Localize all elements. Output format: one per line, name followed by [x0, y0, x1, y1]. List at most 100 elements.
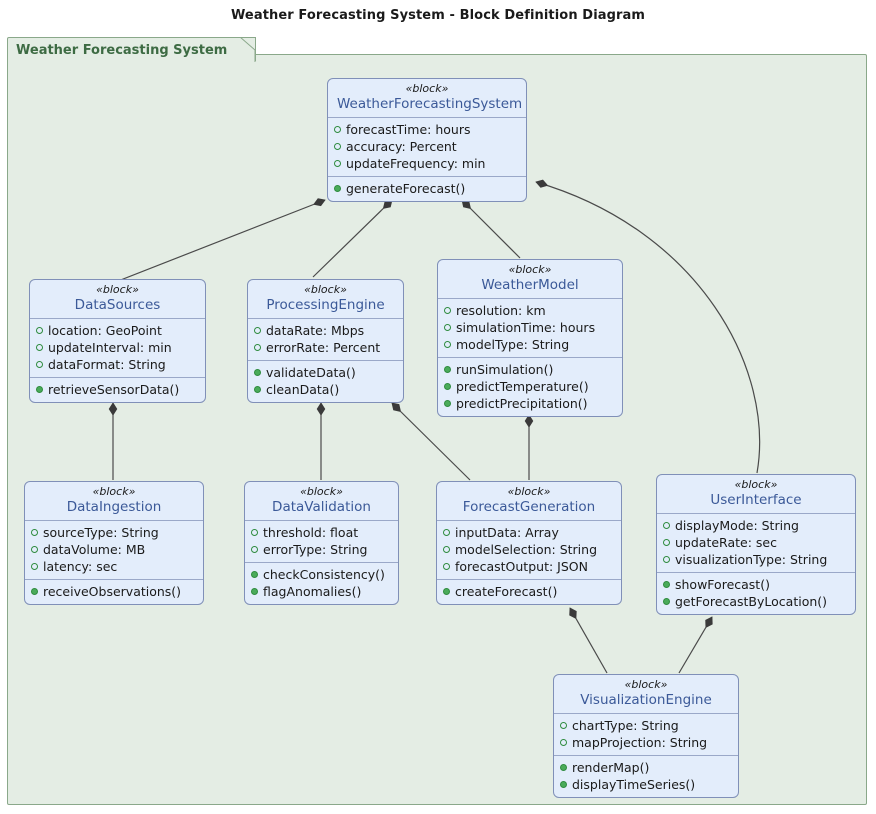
public-attribute-icon: [444, 341, 451, 348]
attribute-label: displayMode: String: [675, 518, 799, 533]
operation-label: displayTimeSeries(): [572, 777, 696, 792]
block-name: WeatherForecastingSystem: [337, 96, 523, 112]
operation-row: displayTimeSeries(): [560, 776, 732, 793]
block-name: DataIngestion: [66, 499, 162, 515]
attribute-row: visualizationType: String: [663, 551, 849, 568]
attribute-row: displayMode: String: [663, 517, 849, 534]
block-header: «block» WeatherModel: [438, 260, 622, 299]
attribute-row: latency: sec: [31, 558, 197, 575]
operation-row: receiveObservations(): [31, 583, 197, 600]
attributes-compartment: inputData: Array modelSelection: String …: [437, 521, 621, 579]
attributes-compartment: threshold: float errorType: String: [245, 521, 398, 562]
attribute-label: accuracy: Percent: [346, 139, 457, 154]
stereotype-label: «block»: [508, 263, 552, 276]
public-operation-icon: [444, 400, 451, 407]
attribute-label: updateInterval: min: [48, 340, 172, 355]
public-operation-icon: [334, 185, 341, 192]
block-dataingestion[interactable]: «block» DataIngestion sourceType: String…: [24, 481, 204, 605]
operation-row: predictTemperature(): [444, 378, 616, 395]
stereotype-label: «block»: [96, 283, 139, 296]
attribute-row: sourceType: String: [31, 524, 197, 541]
attributes-compartment: dataRate: Mbps errorRate: Percent: [248, 319, 403, 360]
operation-label: cleanData(): [266, 382, 340, 397]
stereotype-label: «block»: [92, 485, 136, 498]
block-forecastgeneration[interactable]: «block» ForecastGeneration inputData: Ar…: [436, 481, 622, 605]
public-attribute-icon: [36, 361, 43, 368]
attribute-row: location: GeoPoint: [36, 322, 199, 339]
operation-label: runSimulation(): [456, 362, 554, 377]
block-userinterface[interactable]: «block» UserInterface displayMode: Strin…: [656, 474, 856, 615]
attribute-label: errorRate: Percent: [266, 340, 381, 355]
block-datavalidation[interactable]: «block» DataValidation threshold: float …: [244, 481, 399, 605]
attribute-label: errorType: String: [263, 542, 368, 557]
attribute-row: dataFormat: String: [36, 356, 199, 373]
attribute-label: dataFormat: String: [48, 357, 166, 372]
block-visualizationengine[interactable]: «block» VisualizationEngine chartType: S…: [553, 674, 739, 798]
operation-label: createForecast(): [455, 584, 558, 599]
attribute-row: threshold: float: [251, 524, 392, 541]
operation-row: getForecastByLocation(): [663, 593, 849, 610]
public-operation-icon: [444, 366, 451, 373]
public-attribute-icon: [31, 546, 38, 553]
attribute-label: sourceType: String: [43, 525, 159, 540]
public-operation-icon: [254, 369, 261, 376]
public-operation-icon: [251, 588, 258, 595]
stereotype-label: «block»: [734, 478, 778, 491]
public-attribute-icon: [251, 529, 258, 536]
public-attribute-icon: [663, 522, 670, 529]
public-operation-icon: [251, 571, 258, 578]
attribute-label: modelType: String: [456, 337, 570, 352]
block-processingengine[interactable]: «block» ProcessingEngine dataRate: Mbps …: [247, 279, 404, 403]
public-attribute-icon: [36, 344, 43, 351]
public-attribute-icon: [663, 556, 670, 563]
block-weatherforecastingsystem[interactable]: «block» WeatherForecastingSystem forecas…: [327, 78, 527, 202]
attribute-label: updateFrequency: min: [346, 156, 486, 171]
public-attribute-icon: [560, 739, 567, 746]
attribute-label: latency: sec: [43, 559, 118, 574]
public-operation-icon: [663, 598, 670, 605]
public-attribute-icon: [334, 160, 341, 167]
block-name: VisualizationEngine: [580, 692, 712, 708]
operation-label: retrieveSensorData(): [48, 382, 180, 397]
attribute-row: resolution: km: [444, 302, 616, 319]
attribute-label: updateRate: sec: [675, 535, 777, 550]
public-attribute-icon: [31, 529, 38, 536]
public-attribute-icon: [560, 722, 567, 729]
operation-row: predictPrecipitation(): [444, 395, 616, 412]
block-header: «block» DataValidation: [245, 482, 398, 521]
package-tab: Weather Forecasting System: [7, 37, 256, 62]
stereotype-label: «block»: [507, 485, 551, 498]
attribute-label: mapProjection: String: [572, 735, 708, 750]
operation-label: getForecastByLocation(): [675, 594, 828, 609]
attribute-label: forecastTime: hours: [346, 122, 471, 137]
operations-compartment: runSimulation() predictTemperature() pre…: [438, 357, 622, 416]
block-name: ForecastGeneration: [462, 499, 596, 515]
operation-label: receiveObservations(): [43, 584, 182, 599]
attributes-compartment: chartType: String mapProjection: String: [554, 714, 738, 755]
public-operation-icon: [443, 588, 450, 595]
stereotype-label: «block»: [300, 485, 343, 498]
attribute-row: updateRate: sec: [663, 534, 849, 551]
public-attribute-icon: [443, 563, 450, 570]
attribute-label: dataRate: Mbps: [266, 323, 365, 338]
attribute-row: dataRate: Mbps: [254, 322, 397, 339]
block-weathermodel[interactable]: «block» WeatherModel resolution: km simu…: [437, 259, 623, 417]
operation-row: createForecast(): [443, 583, 615, 600]
public-attribute-icon: [31, 563, 38, 570]
public-operation-icon: [663, 581, 670, 588]
attribute-label: visualizationType: String: [675, 552, 828, 567]
public-attribute-icon: [254, 344, 261, 351]
operation-row: validateData(): [254, 364, 397, 381]
operations-compartment: receiveObservations(): [25, 579, 203, 604]
block-datasources[interactable]: «block» DataSources location: GeoPoint u…: [29, 279, 206, 403]
attribute-row: inputData: Array: [443, 524, 615, 541]
public-attribute-icon: [444, 324, 451, 331]
block-header: «block» DataIngestion: [25, 482, 203, 521]
public-attribute-icon: [663, 539, 670, 546]
public-attribute-icon: [334, 143, 341, 150]
attribute-row: updateFrequency: min: [334, 155, 520, 172]
operation-row: cleanData(): [254, 381, 397, 398]
block-name: DataValidation: [272, 499, 371, 515]
block-header: «block» ProcessingEngine: [248, 280, 403, 319]
block-name: UserInterface: [710, 492, 802, 508]
